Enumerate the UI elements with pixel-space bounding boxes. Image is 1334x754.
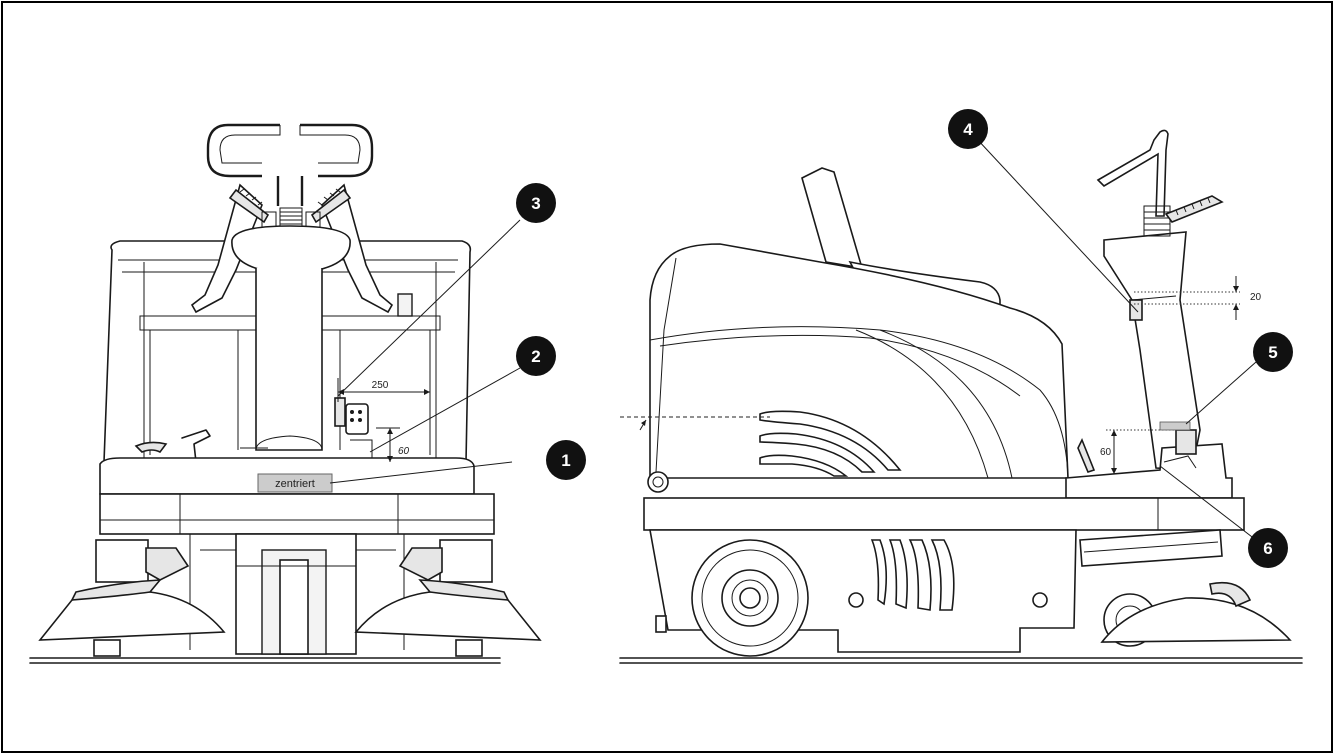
side-dim-gap-text: 20 bbox=[1250, 292, 1262, 303]
front-brush-motor-right bbox=[398, 547, 443, 581]
leader-2 bbox=[369, 367, 521, 453]
side-pedal bbox=[1175, 429, 1197, 455]
side-rear-wheel bbox=[691, 539, 809, 657]
svg-text:1: 1 bbox=[561, 451, 570, 470]
front-brush-arm-left bbox=[95, 539, 149, 583]
front-pedal bbox=[345, 403, 369, 435]
front-dim-height-text: 60 bbox=[398, 446, 410, 457]
callout-1: 1 bbox=[546, 440, 586, 480]
svg-text:6: 6 bbox=[1263, 539, 1272, 558]
leader-1-front bbox=[329, 461, 513, 484]
front-dim-width: 250 bbox=[337, 378, 431, 402]
leader-6 bbox=[1159, 465, 1257, 541]
side-chassis bbox=[643, 497, 1245, 531]
zentriert-label: zentriert bbox=[275, 478, 315, 490]
front-dim-width-text: 250 bbox=[372, 380, 389, 391]
front-steering-shaft bbox=[276, 176, 304, 206]
side-dim-height-text: 60 bbox=[1100, 447, 1112, 458]
side-side-brush bbox=[1100, 597, 1292, 643]
side-underbody-slots bbox=[870, 539, 955, 611]
svg-text:4: 4 bbox=[963, 120, 973, 139]
front-frame-left bbox=[190, 183, 263, 314]
front-lever-left bbox=[228, 188, 270, 224]
callout-5: 5 bbox=[1253, 332, 1293, 372]
leader-5 bbox=[1185, 361, 1257, 425]
front-frame-right bbox=[321, 183, 394, 314]
side-dim-gap: 20 bbox=[1134, 276, 1262, 320]
front-chassis bbox=[99, 493, 495, 535]
front-steering-inner-left bbox=[219, 125, 281, 164]
front-column-base bbox=[255, 435, 323, 451]
front-hook-mid bbox=[181, 429, 211, 463]
front-hood-band bbox=[139, 315, 441, 331]
side-hood-slots bbox=[759, 410, 902, 477]
callout-2: 2 bbox=[516, 336, 556, 376]
front-steering-column bbox=[255, 268, 323, 451]
front-dashboard bbox=[231, 225, 351, 271]
front-hook-left bbox=[134, 441, 168, 454]
front-steering-right bbox=[300, 123, 374, 178]
callout-3: 3 bbox=[516, 183, 556, 223]
leader-3 bbox=[337, 219, 521, 397]
front-view: zentriert 250 60 bbox=[29, 123, 542, 664]
side-view: 60 20 bbox=[619, 129, 1303, 664]
front-lever-grip-right bbox=[317, 188, 341, 206]
front-dim-height: 60 bbox=[376, 427, 410, 462]
side-front-light bbox=[647, 471, 669, 493]
front-caster-right bbox=[455, 639, 483, 657]
callout-4: 4 bbox=[948, 109, 988, 149]
side-hook bbox=[1077, 438, 1096, 473]
side-dim-height: 60 bbox=[1100, 429, 1180, 474]
callout-6: 6 bbox=[1248, 528, 1288, 568]
side-label-strip bbox=[1159, 421, 1191, 431]
front-brush-arm-right bbox=[439, 539, 493, 583]
side-steering-handle bbox=[1096, 129, 1169, 217]
side-bolt-1 bbox=[848, 592, 864, 608]
side-hood-curve bbox=[855, 329, 989, 479]
svg-text:5: 5 bbox=[1268, 343, 1277, 362]
front-brush-motor-left bbox=[145, 547, 190, 581]
front-lever-grip-left bbox=[239, 188, 263, 206]
front-lever-right bbox=[310, 188, 352, 224]
front-side-latch bbox=[397, 293, 413, 317]
front-caster-left bbox=[93, 639, 121, 657]
svg-text:2: 2 bbox=[531, 347, 540, 366]
side-bolt-2 bbox=[1032, 592, 1048, 608]
svg-text:3: 3 bbox=[531, 194, 540, 213]
leader-4 bbox=[975, 137, 1139, 313]
side-seat-back bbox=[801, 167, 864, 269]
side-springs bbox=[1143, 205, 1171, 237]
front-steering-left bbox=[206, 123, 280, 178]
front-steering-inner-right bbox=[299, 125, 361, 164]
front-pedal-marker bbox=[334, 397, 346, 427]
